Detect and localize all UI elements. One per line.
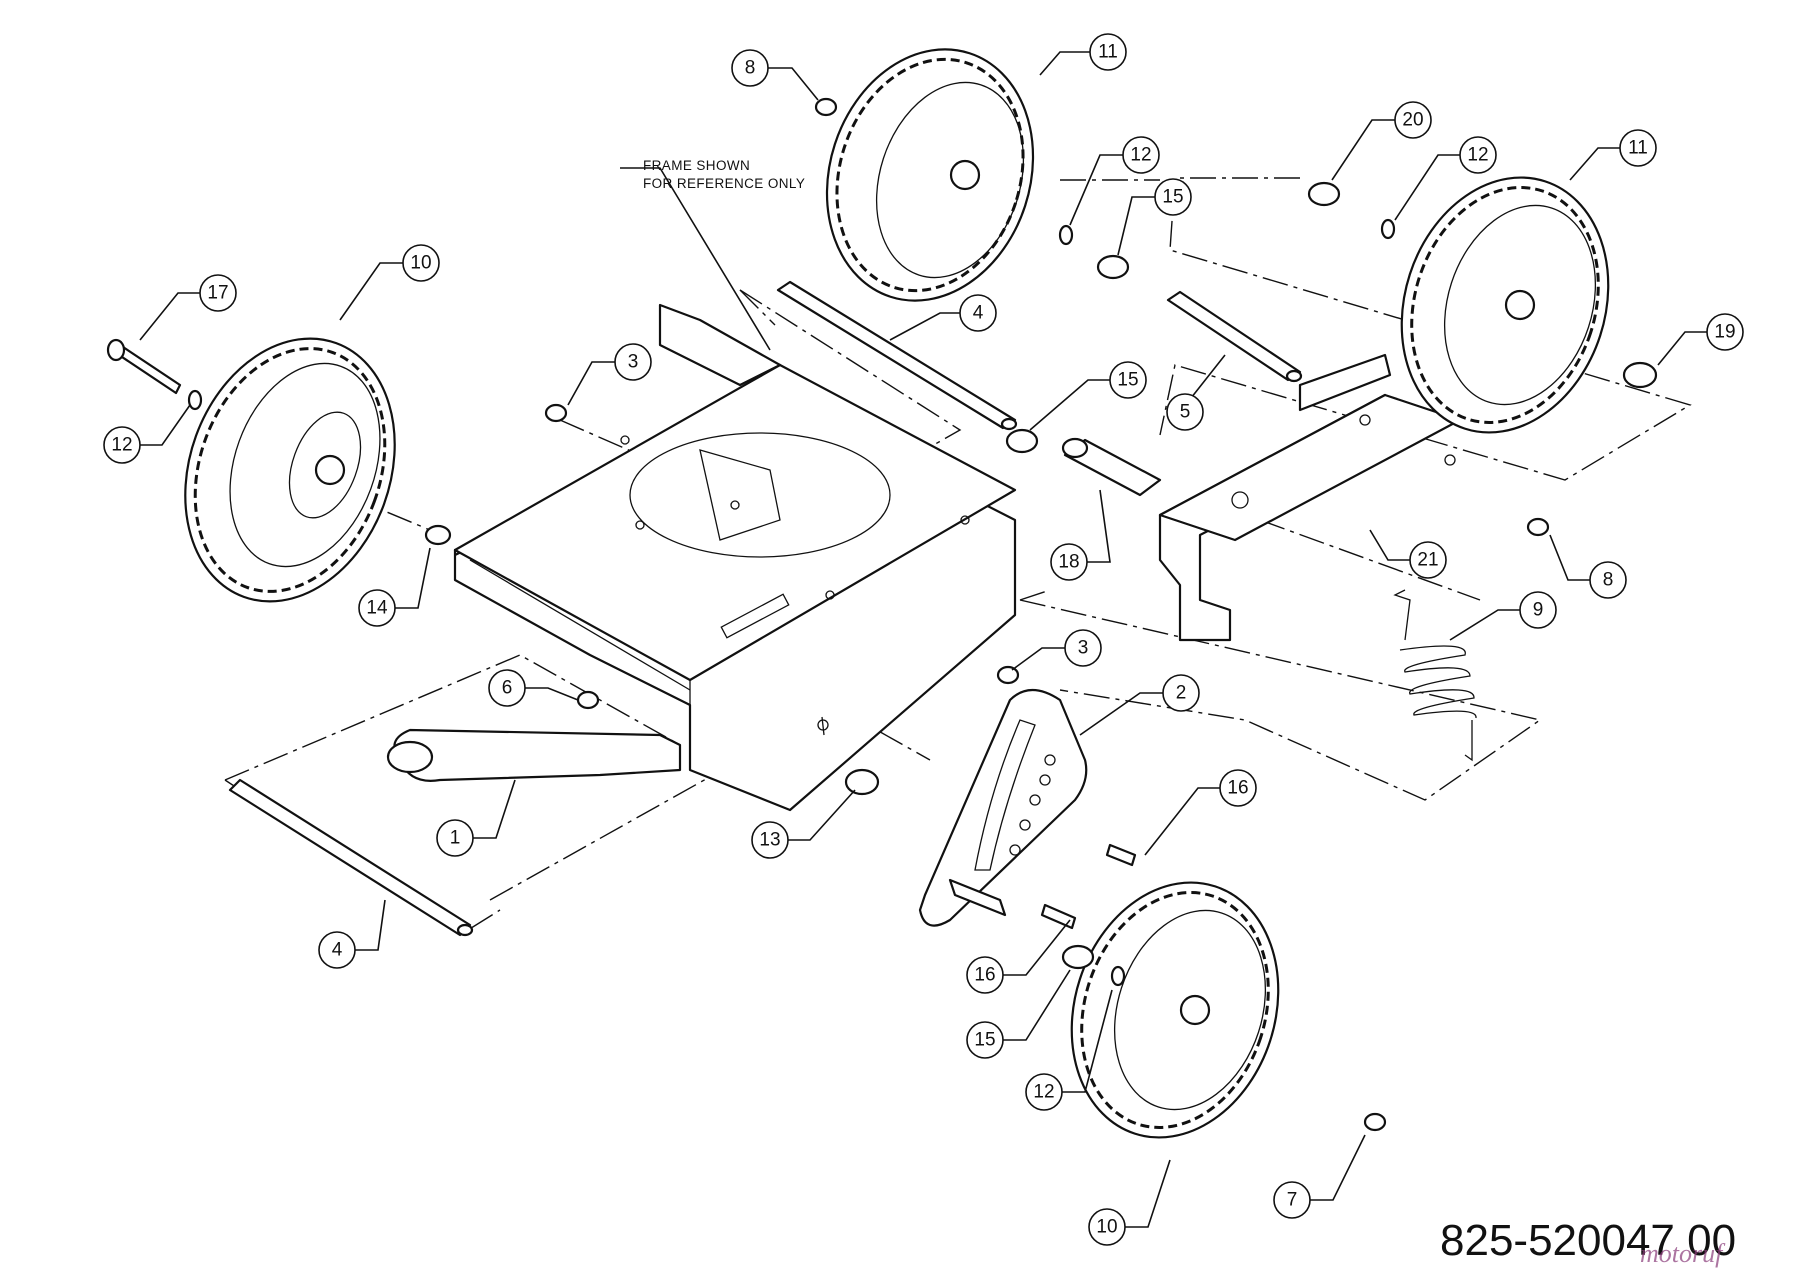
note-line-2: FOR REFERENCE ONLY xyxy=(643,176,805,191)
callout-1: 1 xyxy=(436,819,474,857)
height-adjust-bracket xyxy=(1158,353,1462,642)
wheel-bottom xyxy=(1070,881,1280,1139)
rod-top xyxy=(776,280,1018,431)
callout-8-top: 8 xyxy=(731,49,769,87)
svg-text:12: 12 xyxy=(1467,145,1488,166)
spring xyxy=(1393,589,1477,762)
svg-text:4: 4 xyxy=(973,303,984,324)
svg-text:3: 3 xyxy=(628,352,639,373)
svg-text:5: 5 xyxy=(1180,402,1191,423)
svg-text:1: 1 xyxy=(450,828,461,849)
callout-4-lower: 4 xyxy=(318,931,356,969)
reference-note: FRAME SHOWN FOR REFERENCE ONLY xyxy=(620,158,805,351)
callout-15-top: 15 xyxy=(1154,178,1192,216)
svg-text:21: 21 xyxy=(1417,550,1438,571)
callout-14: 14 xyxy=(358,589,396,627)
svg-text:18: 18 xyxy=(1058,552,1079,573)
svg-text:6: 6 xyxy=(502,678,513,699)
lever-arm xyxy=(386,728,682,782)
callout-2: 2 xyxy=(1162,674,1200,712)
callout-12-left: 12 xyxy=(103,426,141,464)
callout-13: 13 xyxy=(751,821,789,859)
callout-15-middle: 15 xyxy=(1109,361,1147,399)
leader-lines xyxy=(139,51,1707,1228)
svg-text:10: 10 xyxy=(410,253,431,274)
watermark: motoruf xyxy=(1640,1239,1726,1268)
svg-text:8: 8 xyxy=(745,58,756,79)
callout-12-top: 12 xyxy=(1122,136,1160,174)
svg-text:16: 16 xyxy=(1227,778,1248,799)
callout-12-right: 12 xyxy=(1459,136,1497,174)
callout-10-lower: 10 xyxy=(1088,1208,1126,1246)
callout-20: 20 xyxy=(1394,101,1432,139)
hardware xyxy=(106,97,1658,1132)
callout-16-lower: 16 xyxy=(966,956,1004,994)
adjust-plate xyxy=(918,688,1088,927)
callout-8-right: 8 xyxy=(1589,561,1627,599)
callout-15-lower: 15 xyxy=(966,1021,1004,1059)
svg-text:11: 11 xyxy=(1628,138,1648,159)
wheel-left xyxy=(184,337,396,603)
spacer-tube xyxy=(1061,437,1162,497)
callout-7: 7 xyxy=(1273,1181,1311,1219)
wheel-top xyxy=(825,48,1035,302)
callout-11-top: 11 xyxy=(1089,33,1127,71)
callout-21: 21 xyxy=(1409,541,1447,579)
svg-text:12: 12 xyxy=(111,435,132,456)
callout-18: 18 xyxy=(1050,543,1088,581)
svg-text:13: 13 xyxy=(759,830,780,851)
svg-text:17: 17 xyxy=(207,283,228,304)
callout-3-lower: 3 xyxy=(1064,629,1102,667)
svg-text:19: 19 xyxy=(1714,322,1735,343)
callout-6: 6 xyxy=(488,669,526,707)
callout-10-left: 10 xyxy=(402,244,440,282)
callout-16-right: 16 xyxy=(1219,769,1257,807)
callout-19: 19 xyxy=(1706,313,1744,351)
rod-lower xyxy=(228,778,474,937)
svg-text:11: 11 xyxy=(1098,42,1118,63)
svg-text:15: 15 xyxy=(1162,187,1183,208)
diagram-part-number: 825-520047 00 xyxy=(1440,1216,1736,1265)
svg-text:4: 4 xyxy=(332,940,343,961)
wheel-right xyxy=(1400,176,1610,434)
svg-text:14: 14 xyxy=(366,598,388,619)
callout-17: 17 xyxy=(199,274,237,312)
svg-text:2: 2 xyxy=(1176,683,1187,704)
callout-4-top: 4 xyxy=(959,294,997,332)
callout-11-right: 11 xyxy=(1619,129,1657,167)
callout-3-top: 3 xyxy=(614,343,652,381)
note-line-1: FRAME SHOWN xyxy=(643,158,750,173)
callout-5: 5 xyxy=(1166,393,1204,431)
svg-text:15: 15 xyxy=(1117,370,1138,391)
svg-text:7: 7 xyxy=(1287,1190,1298,1211)
svg-text:9: 9 xyxy=(1533,600,1544,621)
callout-9: 9 xyxy=(1519,591,1557,629)
svg-text:10: 10 xyxy=(1096,1217,1117,1238)
frame xyxy=(453,303,1017,812)
svg-text:8: 8 xyxy=(1603,570,1614,591)
svg-text:3: 3 xyxy=(1078,638,1089,659)
svg-text:15: 15 xyxy=(974,1030,995,1051)
rod-right xyxy=(1166,290,1303,383)
svg-text:20: 20 xyxy=(1402,110,1423,131)
svg-text:16: 16 xyxy=(974,965,995,986)
callout-12-lower: 12 xyxy=(1025,1073,1063,1111)
svg-text:12: 12 xyxy=(1033,1082,1054,1103)
svg-text:12: 12 xyxy=(1130,145,1151,166)
